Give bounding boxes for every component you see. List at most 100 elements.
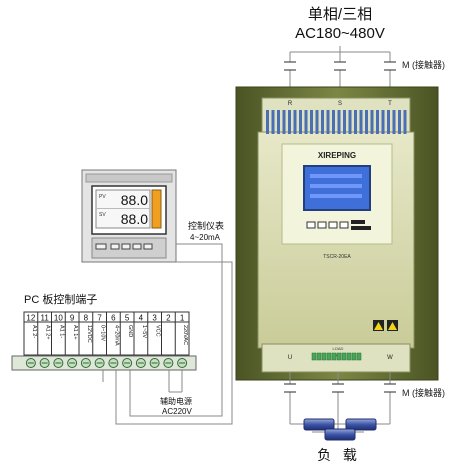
vent-slot [266,110,269,134]
load-connector-pin [311,352,317,361]
terminal-function: A1 2+ [45,325,51,340]
output-terminal-w: W [387,355,393,361]
lcd-segments [310,174,362,198]
instrument-top-strip [85,173,173,183]
terminal-function: VCC [155,325,161,337]
vent-slot [277,110,280,134]
model-label: TSCR-20EA [323,254,351,260]
control-instrument [81,169,177,263]
terminal-number: 10 [54,314,63,323]
vent-slot [370,110,374,134]
warning-icon [373,320,398,331]
terminal-function: GND [127,325,133,337]
inst-key-2 [121,243,131,250]
key-1 [306,221,316,229]
terminal-number: 5 [125,314,130,323]
contactor-bottom [284,383,396,393]
load-label: 负 载 [317,447,357,463]
contactor-top [284,61,396,71]
vent-slot [365,110,368,134]
signal-label: 4~20mA [190,233,221,242]
vent-slot [310,110,313,134]
terminal-board-title: PC 板控制端子 [24,292,97,306]
terminal-number: 6 [111,314,116,323]
terminal-function: A1 1+ [72,325,78,340]
vent-slot [398,110,401,134]
contactor-label-top: M (接触器) [402,59,445,70]
vent-slot [359,110,363,134]
terminal-number: 11 [40,314,49,323]
load-connector-pin [341,352,347,361]
load-resistor-3 [324,428,356,441]
pv-label: PV [99,194,106,200]
vent-slot [326,110,330,134]
input-terminal-s: S [338,101,342,107]
signal-wiring [102,243,233,425]
terminal-number: 9 [70,314,75,323]
input-terminal-r: R [288,101,293,107]
voltage-text: AC180~480V [295,25,385,42]
inst-key-1 [110,243,120,250]
terminal-number: 4 [139,314,144,323]
vent-slot [271,110,275,134]
load-connector [311,352,362,361]
sv-value: 88.0 [121,211,148,227]
inst-key-4 [143,243,153,250]
indicator-bar-2 [351,226,371,230]
vent-slot [343,110,346,134]
vent-slot [304,110,308,134]
load-resistor-2 [345,418,377,431]
input-terminal-t: T [388,101,392,107]
key-3 [328,221,338,229]
display-divider [96,208,150,209]
phase-text: 单相/三相 [308,6,372,23]
output-terminal-u: U [288,355,292,361]
aux-power-voltage: AC220V [162,407,192,416]
vent-slot [293,110,297,134]
inst-key-0 [95,243,107,250]
load-connector-pin [336,352,342,361]
indicator-bar [351,220,365,224]
sv-label: SV [99,212,106,218]
control-instrument-label: 控制仪表 [188,220,224,231]
contactor-label-bottom: M (接触器) [402,387,445,398]
terminal-number: 1 [180,314,185,323]
vent-slot [381,110,385,134]
vent-slot [299,110,302,134]
inst-key-3 [132,243,142,250]
load-connector-label: LOAD [333,346,344,351]
vent-slot [315,110,319,134]
terminal-number: 12 [26,314,35,323]
vent-slot [348,110,352,134]
terminal-screws [25,358,188,368]
load-connector-pin [326,352,332,361]
key-4 [339,221,349,229]
terminal-number: 3 [152,314,157,323]
controller-top-vent-area [261,97,411,139]
vent-slot [354,110,357,134]
load-connector-pin [351,352,357,361]
vent-slot [337,110,341,134]
vent-slots [266,110,407,134]
load-elements [303,418,377,441]
terminal-number: 7 [97,314,102,323]
load-connector-pin [346,352,352,361]
supply-lines [289,46,391,92]
keypad [306,220,371,230]
pv-value: 88.0 [121,192,148,208]
terminal-number: 2 [166,314,171,323]
vent-slot [288,110,291,134]
load-connector-pin [331,352,337,361]
terminal-number: 8 [84,314,89,323]
terminal-function: 12VDC [86,325,92,343]
vent-slot [282,110,286,134]
vent-slot [321,110,324,134]
load-connector-pin [316,352,322,361]
vent-slot [403,110,407,134]
terminal-function: 0~10V [100,325,106,341]
vent-slot [387,110,390,134]
terminal-function: A1 1- [58,325,64,338]
vent-slot [376,110,379,134]
